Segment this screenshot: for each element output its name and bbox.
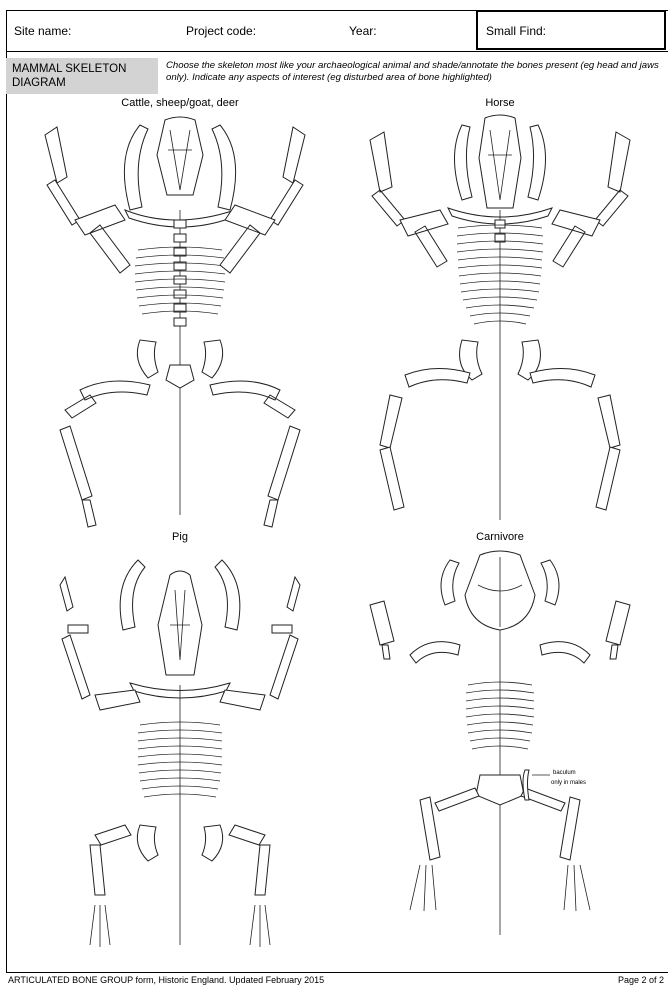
header-row: Site name: Project code: Year: Small Fin… <box>6 10 668 52</box>
baculum-label: baculum <box>553 770 576 776</box>
carnivore-skeleton-diagram[interactable] <box>340 545 660 955</box>
horse-skeleton-diagram[interactable] <box>340 110 660 530</box>
small-find-field[interactable]: Small Find: <box>476 10 666 50</box>
page-number: Page 2 of 2 <box>618 975 664 985</box>
section-title: MAMMAL SKELETON DIAGRAM <box>6 58 158 94</box>
caption-pig: Pig <box>120 531 240 543</box>
instructions-text: Choose the skeleton most like your archa… <box>166 60 666 84</box>
horse-spine <box>495 210 505 520</box>
caption-carnivore: Carnivore <box>430 531 570 543</box>
project-code-label: Project code: <box>186 11 256 51</box>
site-name-label: Site name: <box>14 11 71 51</box>
cattle-spine <box>174 210 186 515</box>
year-label: Year: <box>349 11 377 51</box>
footer-left: ARTICULATED BONE GROUP form, Historic En… <box>8 975 324 985</box>
small-find-label: Small Find: <box>486 24 546 38</box>
cattle-skeleton-diagram[interactable] <box>20 110 340 530</box>
baculum-note: only in males <box>551 780 586 786</box>
caption-horse: Horse <box>420 97 580 109</box>
caption-cattle: Cattle, sheep/goat, deer <box>80 97 280 109</box>
pig-skeleton-diagram[interactable] <box>20 545 340 955</box>
